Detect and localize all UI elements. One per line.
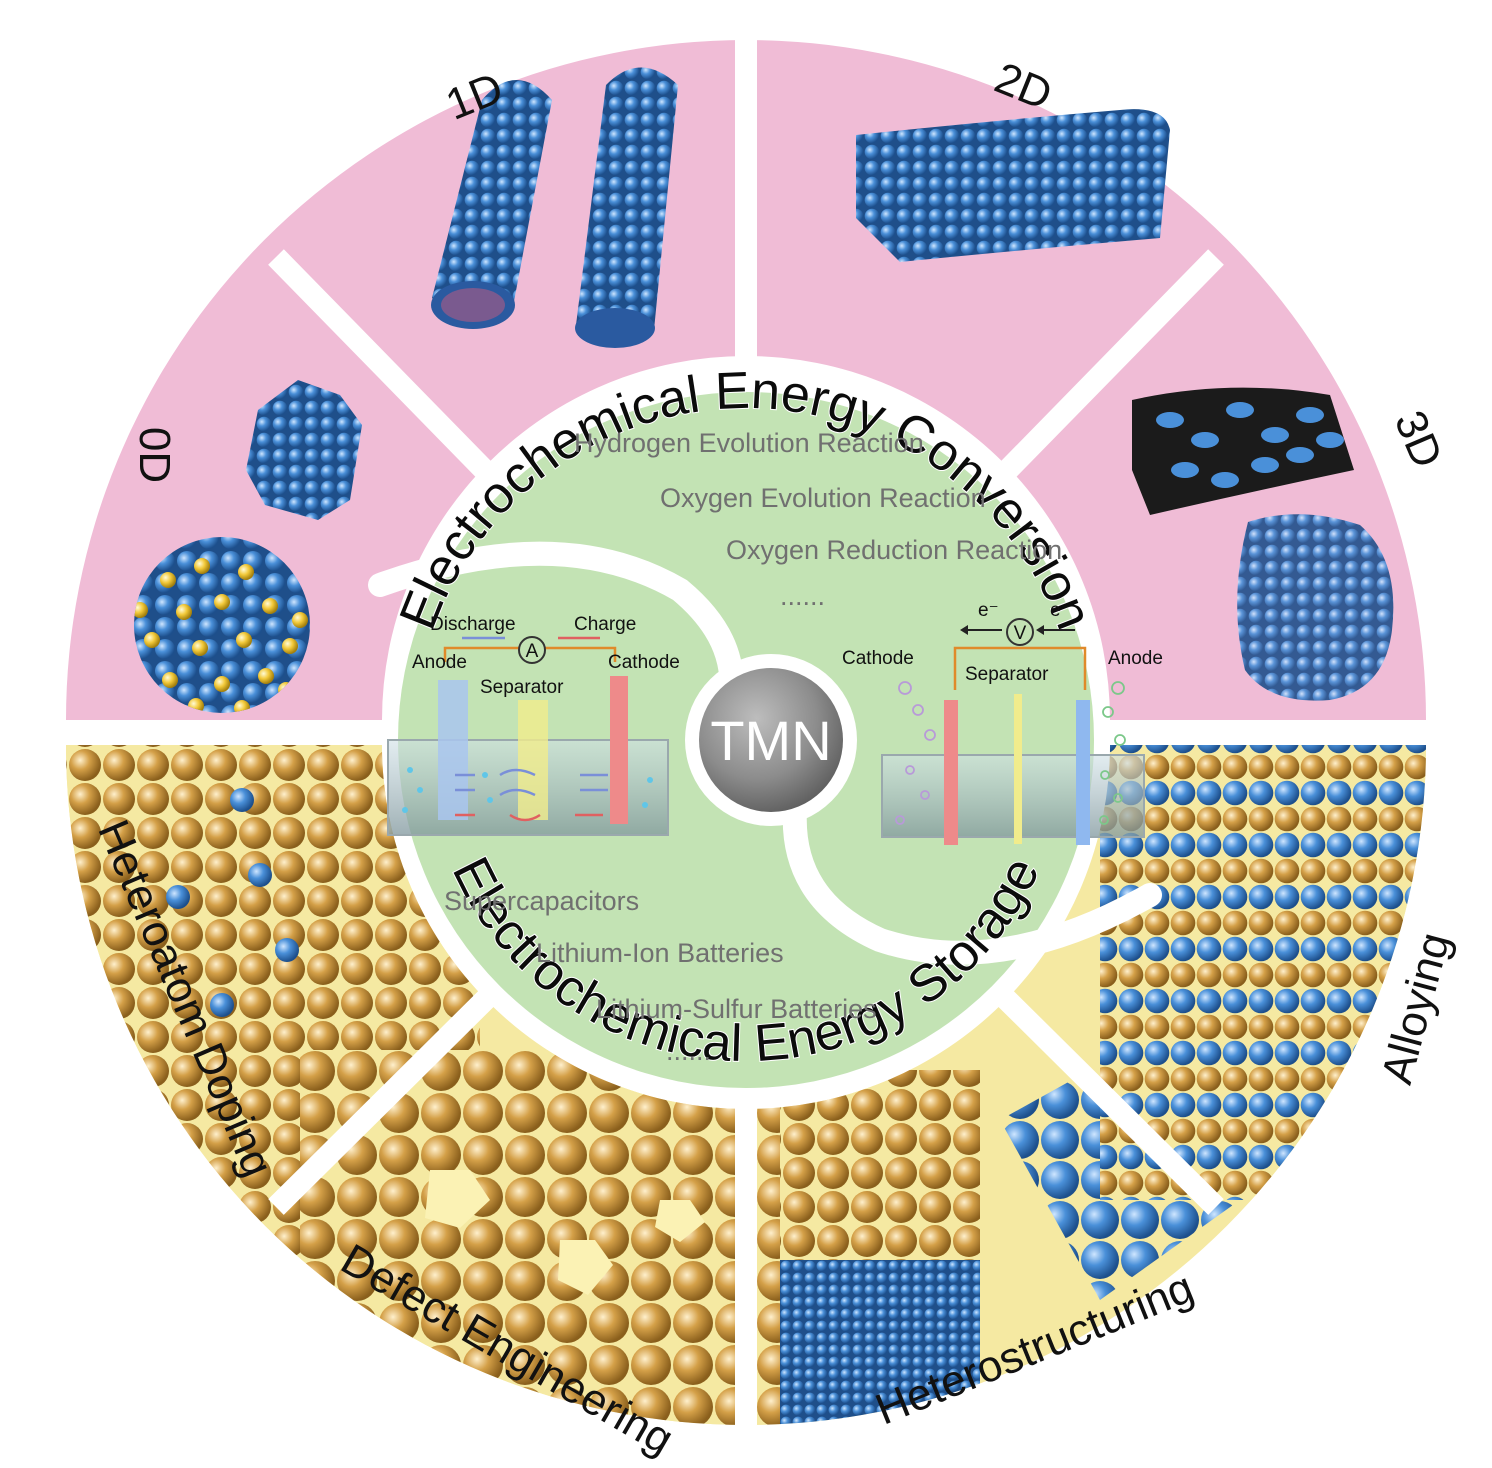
label-charge: Charge xyxy=(574,614,636,635)
vacancy-holes xyxy=(425,1170,705,1295)
label-separator-battery: Separator xyxy=(480,677,564,698)
electron-arrowhead-right xyxy=(1036,625,1044,635)
ring-separators xyxy=(40,30,1452,1430)
storage-item-supercap: Supercapacitors xyxy=(444,886,639,916)
label-0d: 0D xyxy=(130,427,179,483)
tmn-label: TMN xyxy=(710,709,831,772)
label-discharge: Discharge xyxy=(430,614,516,635)
conversion-ellipsis: ...... xyxy=(780,581,825,611)
conversion-item-her: Hydrogen Evolution Reaction xyxy=(574,428,924,458)
label-anode-battery: Anode xyxy=(412,652,467,673)
electron-arrowhead-left xyxy=(960,625,968,635)
ammeter-icon xyxy=(518,636,546,664)
nanotubes-1d xyxy=(431,67,678,348)
label-electron-right: e⁻ xyxy=(1050,600,1071,621)
electrolyzer-separator-plate xyxy=(1014,694,1022,844)
storage-list: Supercapacitors Lithium-Ion Batteries Li… xyxy=(444,886,877,1066)
hetero-gold-lattice xyxy=(780,1070,980,1260)
electrolyzer-cell: V e⁻ e⁻ Cathode Anode Separator xyxy=(842,600,1163,845)
label-separator-electrolyzer: Separator xyxy=(965,664,1049,685)
swirl-divider xyxy=(368,541,744,712)
gas-bubbles-anode xyxy=(1099,681,1126,825)
storage-item-lsb: Lithium-Sulfur Batteries xyxy=(596,994,877,1024)
electrolyzer-tank xyxy=(881,754,1145,838)
conversion-item-oer: Oxygen Evolution Reaction xyxy=(660,483,986,513)
label-anode-electrolyzer: Anode xyxy=(1108,648,1163,669)
battery-separator-plate xyxy=(518,700,548,820)
battery-cathode-plate xyxy=(610,676,628,824)
storage-ellipsis: ...... xyxy=(666,1036,711,1066)
label-cathode-electrolyzer: Cathode xyxy=(842,648,914,669)
conversion-list: Hydrogen Evolution Reaction Oxygen Evolu… xyxy=(574,428,1062,611)
battery-anode-plate xyxy=(438,680,468,820)
conversion-item-orr: Oxygen Reduction Reaction xyxy=(726,535,1062,565)
battery-ions xyxy=(402,767,653,813)
voltmeter-symbol: V xyxy=(1014,623,1027,644)
dopant-atoms xyxy=(166,788,299,1017)
label-cathode-battery: Cathode xyxy=(608,652,680,673)
framework-3d xyxy=(1132,387,1394,701)
label-electron-left: e⁻ xyxy=(978,600,999,621)
gas-bubbles-cathode xyxy=(895,681,936,825)
electrolyzer-anode-plate xyxy=(1076,700,1090,845)
voltmeter-icon xyxy=(1006,618,1034,646)
label-3d: 3D xyxy=(1385,404,1452,475)
sheet-2d xyxy=(856,109,1170,263)
tmn-center-ball xyxy=(699,668,843,812)
ammeter-symbol: A xyxy=(526,641,539,662)
battery-cell: A Discharge Charge Anode Cathode Separat… xyxy=(387,614,680,836)
swirl-divider-lower xyxy=(782,798,1162,965)
ion-flow-arrows xyxy=(455,768,608,822)
electrolyzer-cathode-plate xyxy=(944,700,958,845)
storage-item-lib: Lithium-Ion Batteries xyxy=(536,938,784,968)
